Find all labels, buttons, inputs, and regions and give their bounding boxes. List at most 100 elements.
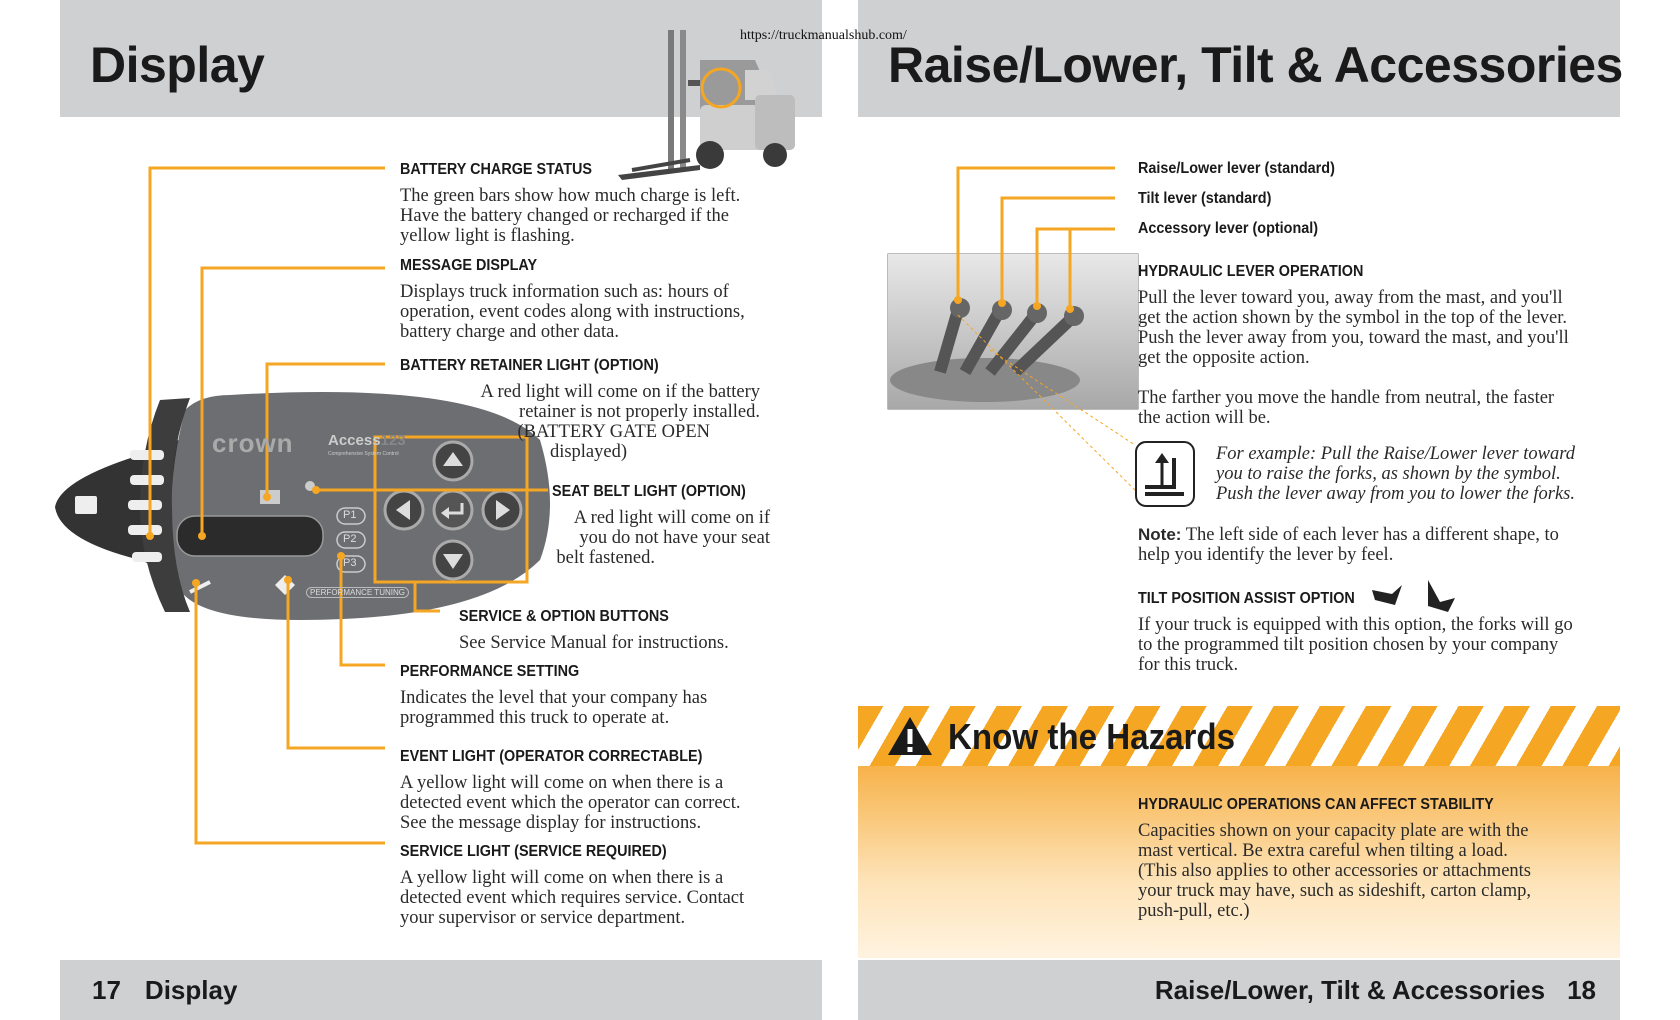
left-footer: 17 Display <box>92 975 237 1006</box>
panel-brand: crown <box>212 428 294 458</box>
text-line: you to raise the forks, as shown by the … <box>1216 464 1561 484</box>
hazard-text: Capacities shown on your capacity plate … <box>1138 821 1531 921</box>
raise-lower-lever-label: Raise/Lower lever (standard) <box>1138 160 1335 177</box>
right-page-number: 18 <box>1567 975 1596 1005</box>
right-callouts <box>954 166 1141 496</box>
forklift-illustration <box>618 30 795 180</box>
tilt-lever-label: Tilt lever (standard) <box>1138 190 1272 207</box>
text-line: A red light will come on if <box>573 508 770 528</box>
text-line: Displays truck information such as: hour… <box>400 282 729 302</box>
text-line: your truck may have, such as sideshift, … <box>1138 881 1532 901</box>
message-display-heading: MESSAGE DISPLAY <box>400 257 538 274</box>
text-line: mast vertical. Be extra careful when til… <box>1138 841 1508 861</box>
hydraulic-lever-heading: HYDRAULIC LEVER OPERATION <box>1138 263 1364 280</box>
raise-lower-symbol-icon <box>1135 441 1195 507</box>
event-light-heading: EVENT LIGHT (OPERATOR CORRECTABLE) <box>400 748 703 765</box>
battery-charge-text: The green bars show how much charge is l… <box>400 186 740 246</box>
service-light-heading: SERVICE LIGHT (SERVICE REQUIRED) <box>400 843 667 860</box>
service-option-heading: SERVICE & OPTION BUTTONS <box>459 608 669 625</box>
text-line: battery charge and other data. <box>400 322 619 342</box>
text-line: push-pull, etc.) <box>1138 901 1250 921</box>
text-line: (BATTERY GATE OPEN <box>517 422 710 442</box>
note-text: Note: The left side of each lever has a … <box>1138 525 1559 565</box>
right-footer-label: Raise/Lower, Tilt & Accessories <box>1154 975 1546 1005</box>
hazard-heading: HYDRAULIC OPERATIONS CAN AFFECT STABILIT… <box>1138 796 1494 813</box>
hazard-panel <box>858 766 1620 958</box>
text-line: A yellow light will come on when there i… <box>400 773 724 793</box>
hazard-title: Know the Hazards <box>948 716 1236 757</box>
text-line: yellow light is flashing. <box>400 226 575 246</box>
text-line: operation, event codes along with instru… <box>400 302 745 322</box>
tilt-position-heading: TILT POSITION ASSIST OPTION <box>1138 590 1355 607</box>
text-line: retainer is not properly installed. <box>519 402 760 422</box>
right-footer-band <box>858 960 1620 1020</box>
text-line: Capacities shown on your capacity plate … <box>1138 821 1529 841</box>
text-line: Push the lever away from you to lower th… <box>1216 484 1575 504</box>
text-line: Indicates the level that your company ha… <box>400 688 708 708</box>
text-line: detected event which requires service. C… <box>400 888 745 908</box>
battery-retainer-text: A red light will come on if the battery … <box>400 382 761 462</box>
panel-product: Access123 <box>328 432 406 449</box>
lever-photo <box>887 253 1139 410</box>
text-line: you do not have your seat <box>579 528 770 548</box>
example-text: For example: Pull the Raise/Lower lever … <box>1216 444 1575 504</box>
performance-setting-heading: PERFORMANCE SETTING <box>400 663 580 680</box>
text-line: A yellow light will come on when there i… <box>400 868 724 888</box>
accessory-lever-label: Accessory lever (optional) <box>1138 220 1319 237</box>
text-line: the action will be. <box>1138 408 1271 428</box>
text-line: If your truck is equipped with this opti… <box>1138 615 1573 635</box>
left-callouts <box>146 166 548 845</box>
text-line: A red light will come on if the battery <box>480 382 761 402</box>
performance-tuning-label: PERFORMANCE TUNING <box>306 587 409 598</box>
warning-triangle-icon <box>888 717 932 755</box>
text-line: For example: Pull the Raise/Lower lever … <box>1216 444 1575 464</box>
right-header-band <box>858 0 1620 117</box>
farther-text: The farther you move the handle from neu… <box>1138 388 1554 428</box>
text-line: Push the lever away from you, toward the… <box>1138 328 1569 348</box>
text-line: displayed) <box>549 442 627 462</box>
hydraulic-lever-text: Pull the lever toward you, away from the… <box>1138 288 1569 368</box>
tilt-position-text: If your truck is equipped with this opti… <box>1138 615 1573 675</box>
left-footer-band <box>60 960 822 1020</box>
panel-subtitle: Comprehensive System Control <box>328 451 399 457</box>
text-line: your supervisor or service department. <box>400 908 686 928</box>
text-line: The green bars show how much charge is l… <box>400 186 741 206</box>
text-line: get the opposite action. <box>1138 348 1310 368</box>
text-line: The left side of each lever has a differ… <box>1181 525 1559 545</box>
service-option-text: See Service Manual for instructions. <box>459 633 729 653</box>
right-page-title: Raise/Lower, Tilt & Accessories <box>888 37 1623 93</box>
message-display-text: Displays truck information such as: hour… <box>400 282 745 342</box>
text-line: See Service Manual for instructions. <box>459 633 729 653</box>
text-line: belt fastened. <box>556 548 655 568</box>
p2-button[interactable]: P2 <box>343 533 357 545</box>
text-line: Have the battery changed or recharged if… <box>400 206 729 226</box>
p3-button[interactable]: P3 <box>343 557 357 569</box>
text-line: detected event which the operator can co… <box>400 793 741 813</box>
p1-button[interactable]: P1 <box>343 509 357 521</box>
seat-belt-text: A red light will come on if you do not h… <box>540 508 770 568</box>
text-line: programmed this truck to operate at. <box>400 708 670 728</box>
source-url: https://truckmanualshub.com/ <box>740 28 907 43</box>
text-line: help you identify the lever by feel. <box>1138 545 1394 565</box>
left-page-title: Display <box>90 37 265 93</box>
left-header-band <box>60 0 822 117</box>
note-label: Note: <box>1138 525 1182 544</box>
text-line: Pull the lever toward you, away from the… <box>1138 288 1563 308</box>
text-line: The farther you move the handle from neu… <box>1138 388 1555 408</box>
panel-product-name: Access <box>328 432 381 449</box>
text-line: See the message display for instructions… <box>400 813 702 833</box>
text-line: (This also applies to other accessories … <box>1138 861 1531 881</box>
hazard-banner <box>858 706 1620 766</box>
service-light-text: A yellow light will come on when there i… <box>400 868 744 928</box>
event-light-text: A yellow light will come on when there i… <box>400 773 741 833</box>
battery-retainer-heading: BATTERY RETAINER LIGHT (OPTION) <box>400 357 659 374</box>
left-footer-label: Display <box>144 975 238 1005</box>
text-line: for this truck. <box>1138 655 1239 675</box>
seat-belt-heading: SEAT BELT LIGHT (OPTION) <box>552 483 746 500</box>
tilt-position-icons <box>1372 580 1455 612</box>
text-line: to the programmed tilt position chosen b… <box>1138 635 1559 655</box>
text-line: get the action shown by the symbol in th… <box>1138 308 1568 328</box>
left-page-number: 17 <box>92 975 121 1005</box>
battery-charge-heading: BATTERY CHARGE STATUS <box>400 161 593 178</box>
